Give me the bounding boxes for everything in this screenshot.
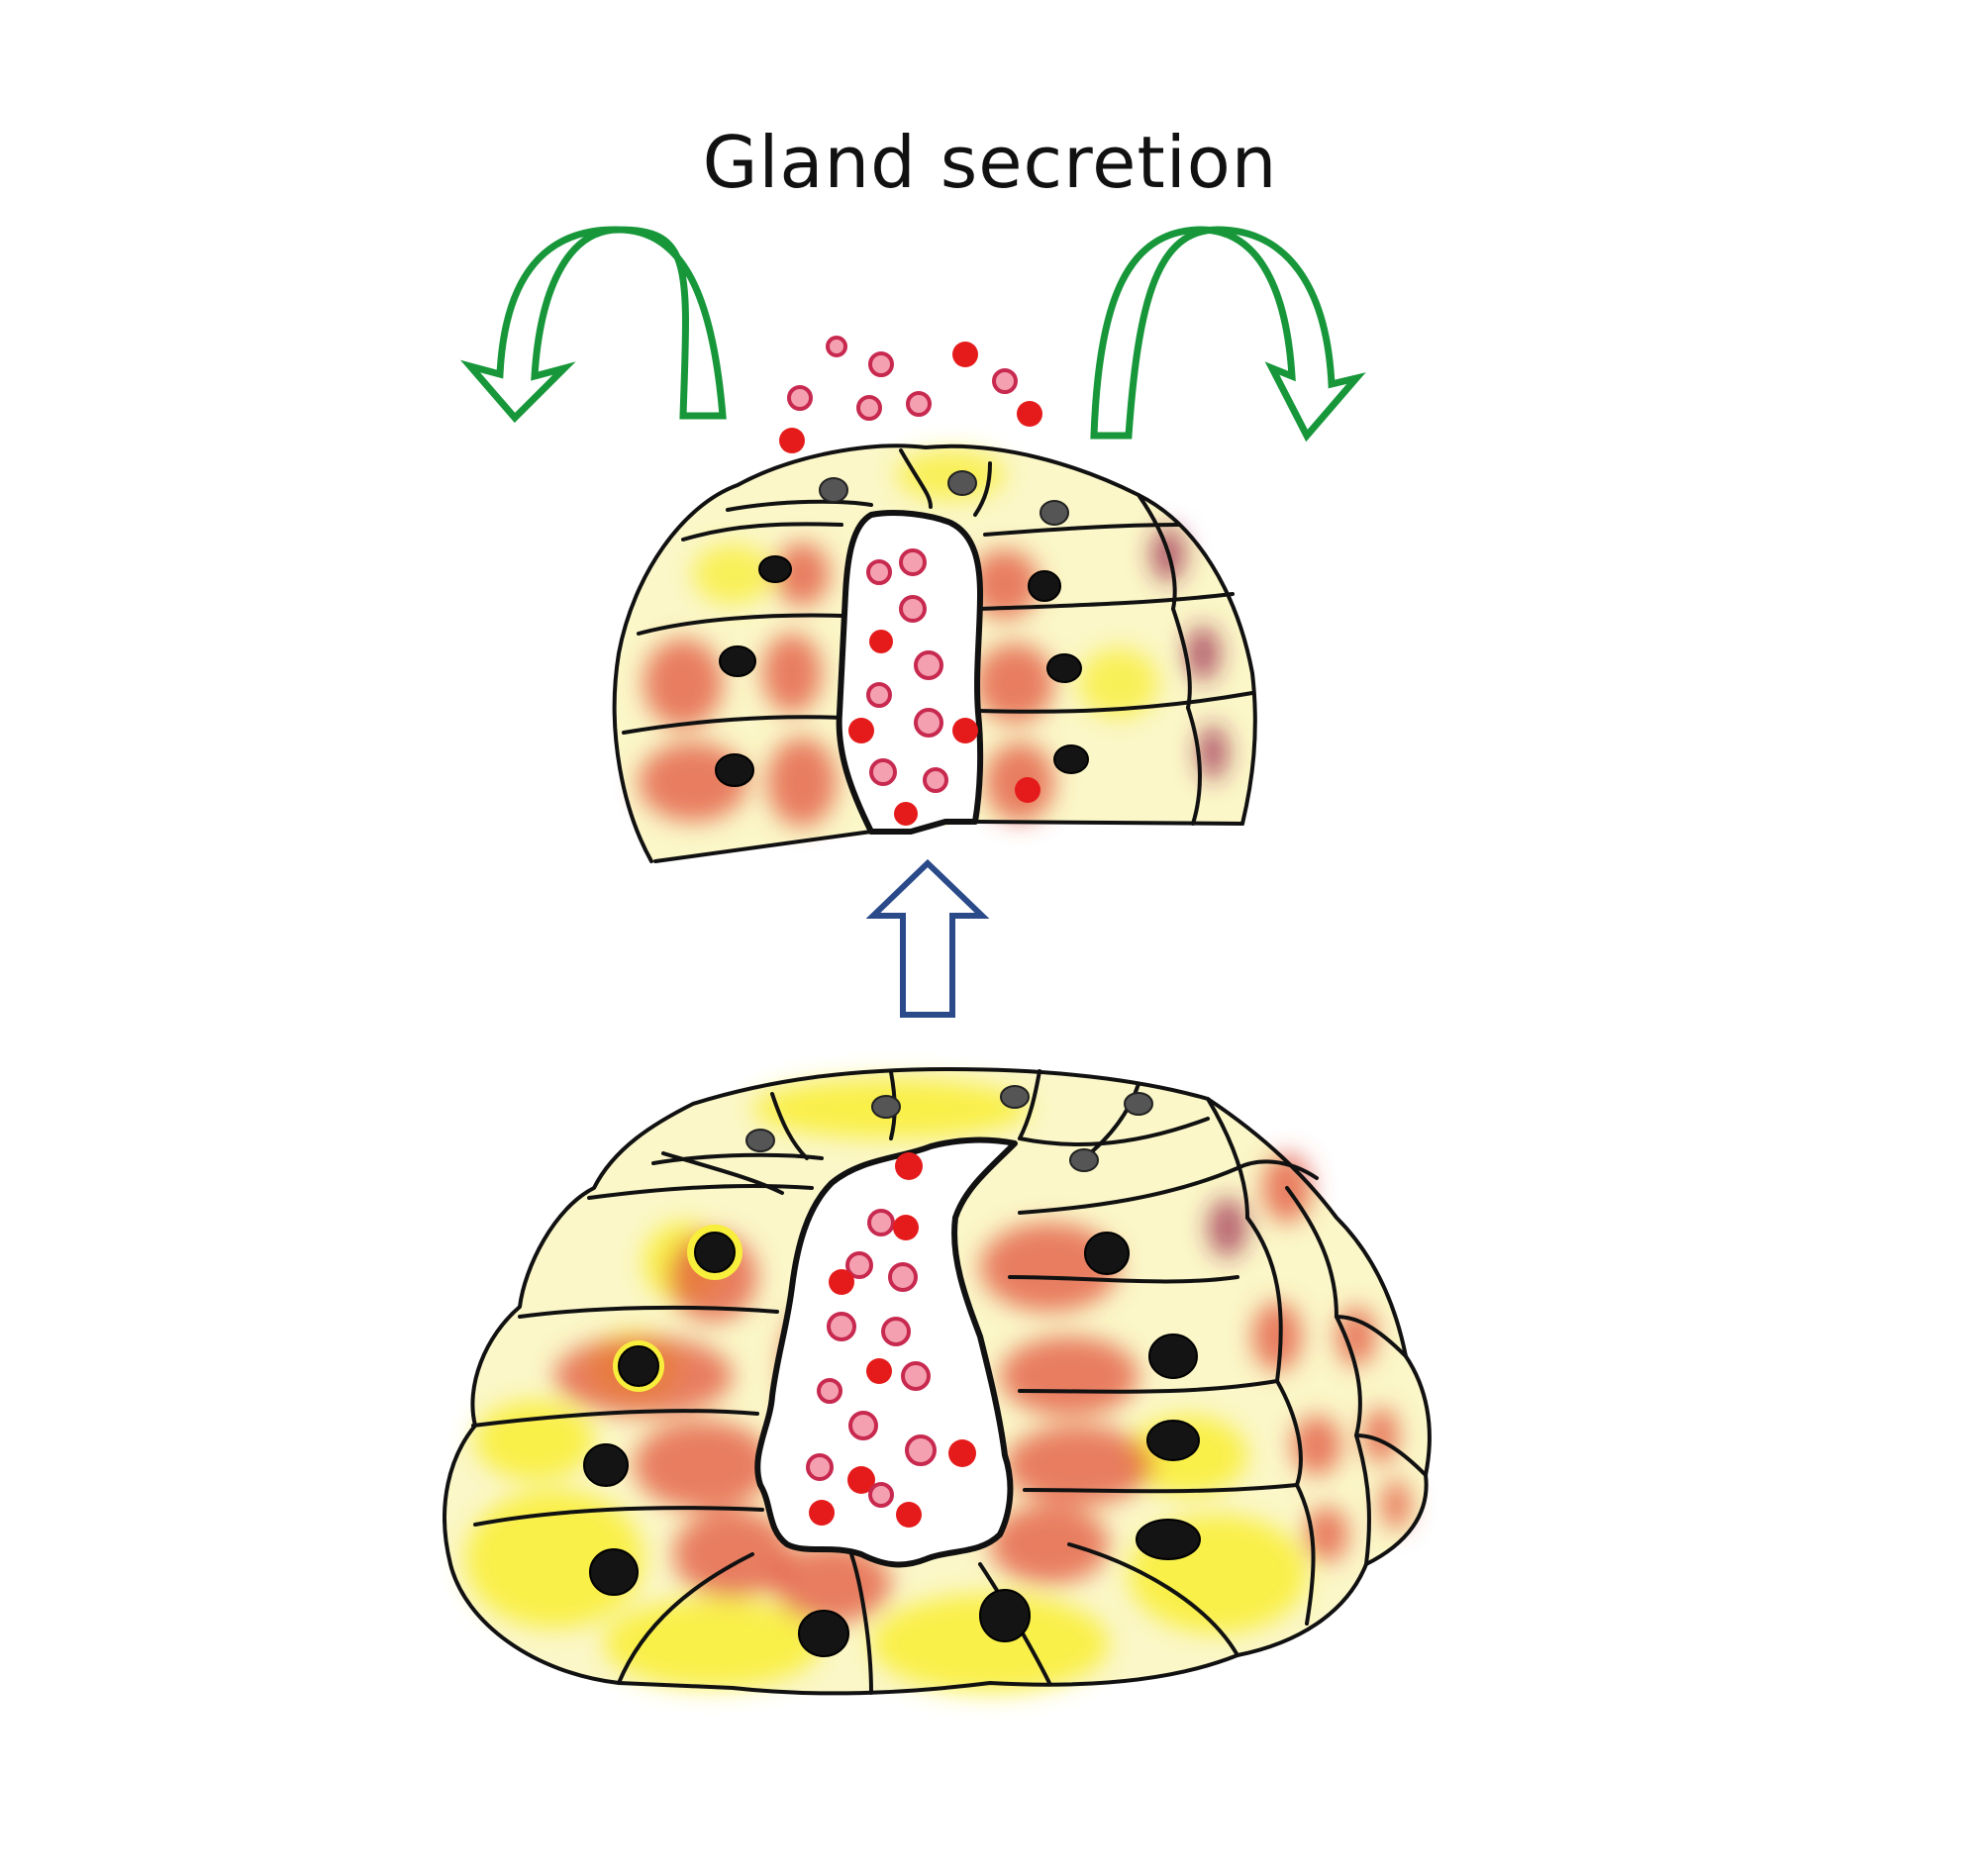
resting-acinus-granules <box>806 1152 976 1528</box>
secreting-acinus-lumen <box>836 510 984 835</box>
released-granules <box>779 336 1042 453</box>
secreting-acinus-granules <box>848 548 1040 826</box>
curved-outflow-arrow-left <box>459 226 727 424</box>
up-arrow <box>865 858 990 1018</box>
diagram-title: Gland secretion <box>702 121 1278 204</box>
resting-acinus-nuclei <box>583 1085 1201 1657</box>
secreting-acinus <box>612 336 1257 863</box>
secreting-acinus-nuclei <box>715 470 1089 787</box>
resting-acinus <box>443 1067 1432 1696</box>
curved-outflow-arrow-right <box>1090 226 1366 443</box>
secreting-acinus-staining <box>639 450 1229 827</box>
outflow-arrows <box>459 226 1366 443</box>
secreting-acinus-outline <box>612 444 1257 863</box>
